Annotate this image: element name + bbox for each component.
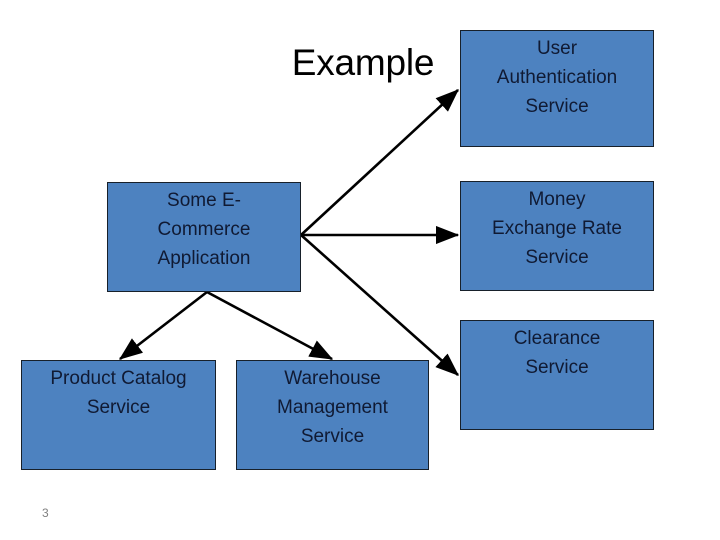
node-label: User Authentication Service xyxy=(496,38,618,117)
connector-ecommerce-to-warehouse xyxy=(206,290,334,361)
node-clearance-service[interactable]: Clearance Service xyxy=(460,320,654,430)
node-label: Warehouse Management Service xyxy=(277,368,388,447)
page-number: 3 xyxy=(42,506,49,520)
node-label: Clearance Service xyxy=(513,328,601,378)
connector-ecommerce-to-product xyxy=(118,290,208,361)
node-label: Some E- Commerce Application xyxy=(157,190,251,269)
node-money-exchange-rate-service[interactable]: Money Exchange Rate Service xyxy=(460,181,654,291)
node-some-ecommerce-application[interactable]: Some E- Commerce Application xyxy=(107,182,301,292)
node-label: Product Catalog Service xyxy=(50,368,187,418)
connector-ecommerce-to-clearance xyxy=(300,234,459,376)
connector-ecommerce-to-user-auth xyxy=(300,89,459,236)
node-user-authentication-service[interactable]: User Authentication Service xyxy=(460,30,654,147)
node-warehouse-management-service[interactable]: Warehouse Management Service xyxy=(236,360,429,470)
page-title: Example xyxy=(291,42,435,83)
node-product-catalog-service[interactable]: Product Catalog Service xyxy=(21,360,216,470)
node-label: Money Exchange Rate Service xyxy=(492,189,622,268)
